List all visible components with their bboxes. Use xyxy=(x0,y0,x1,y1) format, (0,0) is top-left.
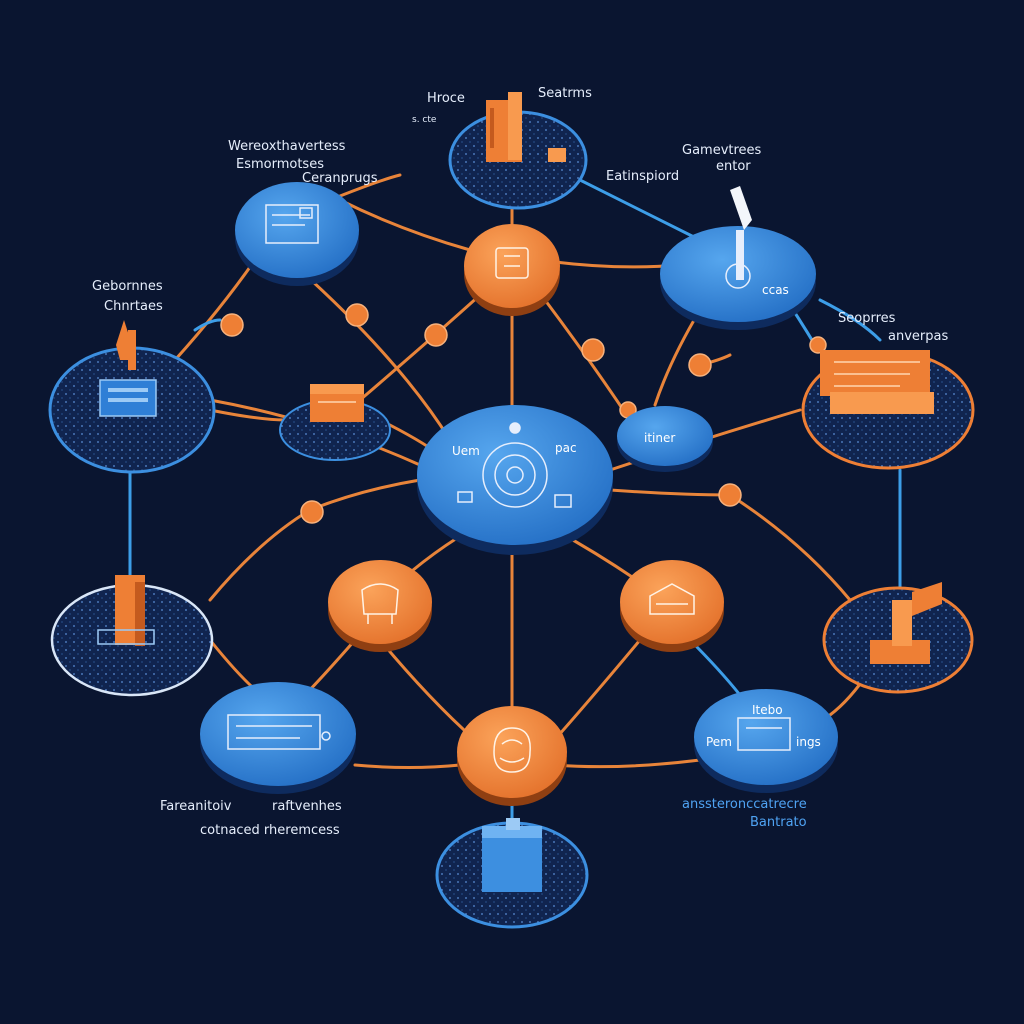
box-icon xyxy=(310,384,364,422)
hub-bottom xyxy=(457,706,567,806)
link-bottomblue-hubbottom xyxy=(353,763,462,769)
node-bottom-left xyxy=(200,682,356,794)
node-top-left xyxy=(235,182,359,286)
label-top-left-a: Wereoxthavertess xyxy=(228,139,346,154)
node-top-right: ccas xyxy=(660,186,816,330)
top-right-node-label: ccas xyxy=(762,283,789,297)
drum-icon xyxy=(495,247,529,279)
node-center: Uem pac xyxy=(417,405,613,555)
hub-left xyxy=(328,560,432,652)
dot-7 xyxy=(718,483,742,507)
stack-icon xyxy=(820,350,934,414)
hub-top xyxy=(464,224,560,316)
link-rightpad-diag xyxy=(818,298,882,342)
brain-icon xyxy=(493,727,531,773)
pad-bottom-right xyxy=(822,582,974,694)
document-icon xyxy=(227,714,331,750)
link-hubtop-topleft xyxy=(338,198,472,252)
database-icon xyxy=(482,818,542,892)
chair-icon xyxy=(361,583,399,624)
box-icon xyxy=(649,583,695,615)
hub-right xyxy=(620,560,724,652)
label-top-left-b: Esmormotses xyxy=(236,157,324,172)
label-left-b: Chnrtaes xyxy=(104,299,163,314)
link-topleft-center xyxy=(298,268,452,442)
pad-bottom xyxy=(435,818,589,929)
link-left-midleft xyxy=(208,408,287,422)
document-icon xyxy=(737,717,791,751)
dot-2 xyxy=(345,303,369,327)
pad-mid-left xyxy=(279,384,391,461)
link-rightmid-rightpad xyxy=(728,493,852,602)
label-bottom-right-b: Bantrato xyxy=(750,815,807,830)
link-hubbottom-bottomright xyxy=(553,758,702,769)
link-hex-left xyxy=(208,508,312,602)
node-bottom-right: Itebo Pem ings xyxy=(694,689,838,793)
label-top-right-a: Gamevtrees xyxy=(682,143,762,158)
pad-top xyxy=(448,92,588,210)
link-topleft-hubleft xyxy=(193,318,222,332)
label-bottom-right-a: anssteronccatrecre xyxy=(682,797,807,812)
dot-9 xyxy=(809,336,827,354)
server-icon xyxy=(97,575,155,646)
label-top-left-c: Ceranprugs xyxy=(302,171,378,186)
label-bottom-left-b: raftvenhes xyxy=(272,799,342,814)
server-icon xyxy=(99,320,157,417)
link-hubtop-midleft xyxy=(358,293,482,402)
dot-5 xyxy=(688,353,712,377)
center-label-b: pac xyxy=(555,441,577,455)
pad-bottom-left xyxy=(50,575,214,697)
dot-6 xyxy=(300,500,324,524)
pad-right xyxy=(801,350,975,470)
server-icon xyxy=(870,582,942,664)
label-right-b: anverpas xyxy=(888,329,948,344)
label-bottom-left-c: cotnaced rheremcess xyxy=(200,823,340,838)
target-icon xyxy=(457,422,572,508)
flask-icon xyxy=(725,186,752,289)
server-icon xyxy=(486,92,566,162)
label-top-a: Hroce xyxy=(427,91,465,106)
label-top-right-b: entor xyxy=(716,159,751,174)
document-icon xyxy=(265,204,319,244)
label-left-a: Gebornnes xyxy=(92,279,163,294)
label-top-right-c: Eatinspiord xyxy=(606,169,679,184)
node-small-right: itiner xyxy=(617,406,713,472)
label-top-b: Seatrms xyxy=(538,86,592,101)
connector-dots xyxy=(220,303,827,524)
label-bottom-left-a: Fareanitoiv xyxy=(160,799,232,814)
pad-left xyxy=(48,320,216,474)
bottom-right-node-label-a: Itebo xyxy=(752,703,783,717)
bottom-right-node-label-b: Pem xyxy=(706,735,732,749)
dot-1 xyxy=(220,313,244,337)
link-topleft-left xyxy=(173,258,257,362)
center-label-a: Uem xyxy=(452,444,480,458)
label-right-a: Seoprres xyxy=(838,311,896,326)
labels: Hroce Seatrms s. cte Wereoxthavertess Es… xyxy=(92,86,948,838)
dot-4 xyxy=(581,338,605,362)
bottom-right-node-label-c: ings xyxy=(796,735,821,749)
dot-3 xyxy=(424,323,448,347)
small-node-label: itiner xyxy=(644,431,675,445)
label-top-c: s. cte xyxy=(412,115,437,125)
